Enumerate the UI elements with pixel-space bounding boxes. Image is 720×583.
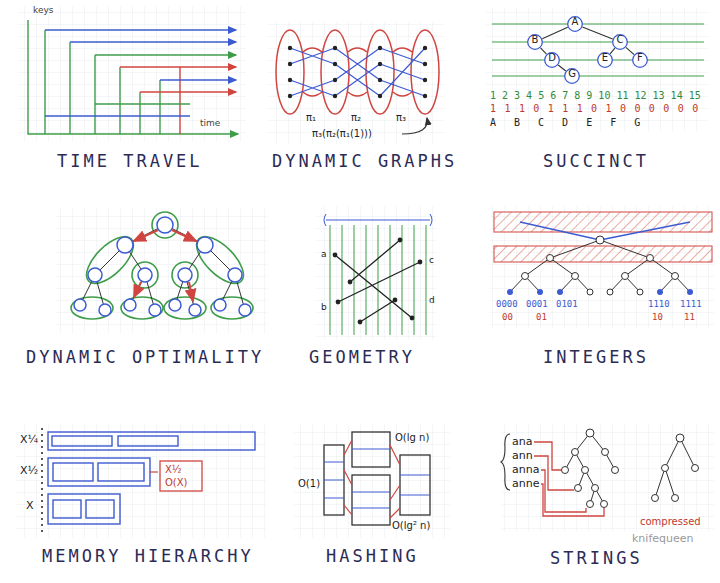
prefix-bits: 10 [652, 313, 663, 323]
callout-size: X½ [165, 464, 182, 475]
tree-edge [541, 48, 547, 54]
panel-caption: SUCCINCT [543, 152, 649, 171]
tree-node: E [597, 52, 613, 68]
key-bits: 0101 [556, 300, 578, 310]
permutation-label: π₁ [306, 112, 316, 123]
panel-caption: DYNAMIC GRAPHS [272, 152, 457, 171]
prefix-bits: 01 [536, 313, 547, 323]
string-item: ana [512, 436, 532, 448]
key-bits: 0001 [526, 300, 548, 310]
axis-label: time [200, 119, 220, 129]
key-bits: 1110 [648, 300, 670, 310]
cost-label: O(1) [298, 478, 320, 489]
cost-label: O(lg n) [395, 432, 429, 443]
composition-label: π₃(π₂(π₁(1))) [312, 128, 372, 139]
index-row: 1 2 3 4 5 6 7 8 9 10 11 12 13 14 15 [490, 90, 701, 101]
string-item: anna [512, 464, 539, 476]
tree-node: F [632, 52, 648, 68]
panel-caption: STRINGS [550, 549, 643, 568]
point-label: d [429, 296, 435, 306]
level-size: X½ [20, 465, 38, 477]
panel-caption: MEMORY HIERARCHY [42, 547, 254, 566]
key-bits: 1111 [680, 300, 702, 310]
node-letter: D [544, 52, 560, 68]
tree-node: A [567, 16, 583, 32]
note-label: compressed [640, 516, 701, 527]
string-item: anne [512, 478, 539, 490]
point-label: a [321, 250, 327, 260]
tree-node: D [544, 52, 560, 68]
tree-node: B [527, 34, 543, 50]
tree-edge [582, 27, 612, 39]
node-letter: G [564, 68, 580, 84]
point-label: c [429, 256, 434, 266]
node-letter: A [567, 16, 583, 32]
node-letter: C [612, 34, 628, 50]
permutation-label: π₂ [351, 112, 361, 123]
string-item: ann [512, 450, 533, 462]
letter-row: A B C D E F G [490, 117, 646, 128]
cost-label: O(lg² n) [392, 520, 430, 531]
tree-node: C [612, 34, 628, 50]
prefix-bits: 00 [502, 313, 513, 323]
key-bits: 0000 [496, 300, 518, 310]
tree-edge [610, 48, 615, 54]
permutation-label: π₃ [396, 112, 406, 123]
tree-edge [626, 47, 634, 54]
tree-edge [542, 27, 567, 38]
node-letter: E [597, 52, 613, 68]
watermark: knifequeen [632, 533, 694, 545]
axis-label: keys [33, 6, 53, 16]
node-letter: F [632, 52, 648, 68]
panel-caption: TIME TRAVEL [57, 152, 203, 171]
panel-caption: HASHING [326, 547, 419, 566]
panel-caption: GEOMETRY [309, 348, 415, 367]
panel-caption: INTEGERS [543, 348, 649, 367]
node-letter: B [527, 34, 543, 50]
tree-node: G [564, 68, 580, 84]
prefix-bits: 11 [684, 313, 695, 323]
level-size: X [26, 500, 34, 512]
panel-caption: DYNAMIC OPTIMALITY [26, 348, 264, 367]
bit-row: 1 1 1 0 1 1 1 0 1 0 0 0 0 0 0 [490, 103, 699, 114]
tree-edge [558, 65, 566, 71]
level-size: X¼ [20, 434, 38, 446]
callout-size: O(X) [165, 477, 188, 488]
point-label: b [321, 303, 327, 313]
